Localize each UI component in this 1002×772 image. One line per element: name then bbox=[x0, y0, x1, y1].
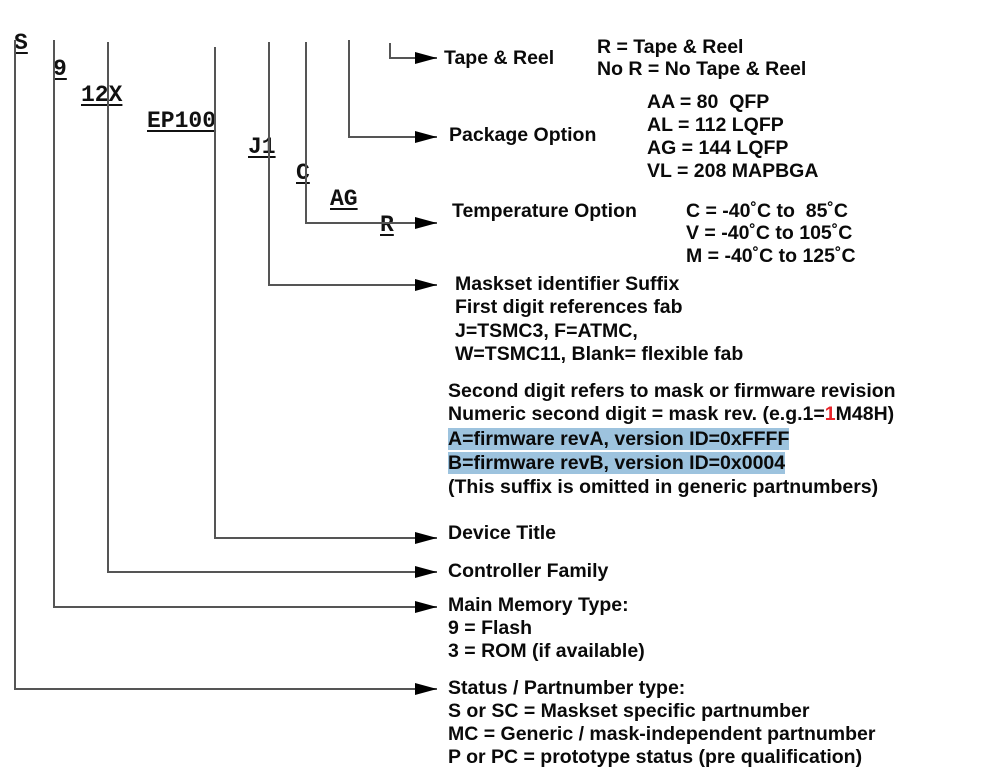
controller-family-label: Controller Family bbox=[448, 560, 609, 582]
maskset-second-digit-title: Second digit refers to mask or firmware … bbox=[448, 380, 896, 402]
package-option: AG = 144 LQFP bbox=[647, 137, 789, 159]
memory-type-label: Main Memory Type: bbox=[448, 594, 629, 616]
device-title-label: Device Title bbox=[448, 522, 557, 544]
connector-package bbox=[348, 40, 437, 143]
tape-reel-label: Tape & Reel bbox=[444, 47, 555, 69]
maskset-line: J=TSMC3, F=ATMC, bbox=[455, 320, 638, 342]
package-option: VL = 208 MAPBGA bbox=[647, 160, 819, 182]
numeric-line-suffix: M48H) bbox=[835, 403, 895, 425]
maskset-note: (This suffix is omitted in generic partn… bbox=[448, 476, 879, 498]
temperature-option: C = -40˚C to 85˚C bbox=[686, 200, 848, 222]
memory-type-option: 9 = Flash bbox=[448, 617, 532, 639]
numeric-line-highlight: 1 bbox=[824, 403, 836, 425]
pn-segment-tape-reel: R bbox=[380, 212, 394, 238]
maskset-numeric-line: Numeric second digit = mask rev. (e.g.1=… bbox=[448, 403, 894, 425]
temperature-label: Temperature Option bbox=[452, 200, 637, 222]
numeric-line-prefix: Numeric second digit = mask rev. (e.g.1= bbox=[448, 403, 825, 425]
connector-controller-family bbox=[107, 42, 437, 578]
package-option: AL = 112 LQFP bbox=[647, 114, 784, 136]
temperature-option: M = -40˚C to 125˚C bbox=[686, 245, 856, 267]
firmware-line-highlighted: A=firmware revA, version ID=0xFFFF bbox=[448, 428, 790, 450]
maskset-label: Maskset identifier Suffix bbox=[455, 273, 680, 295]
maskset-line: First digit references fab bbox=[455, 296, 683, 318]
pn-segment-device: EP100 bbox=[147, 108, 217, 134]
tape-reel-option: No R = No Tape & Reel bbox=[597, 58, 807, 80]
pn-segment-memory: 9 bbox=[53, 56, 67, 82]
firmware-line-highlighted: B=firmware revB, version ID=0x0004 bbox=[448, 452, 786, 474]
tape-reel-option: R = Tape & Reel bbox=[597, 36, 744, 58]
connector-device-title bbox=[214, 47, 437, 544]
status-label: Status / Partnumber type: bbox=[448, 677, 686, 699]
connector-maskset bbox=[268, 42, 437, 291]
temperature-option: V = -40˚C to 105˚C bbox=[686, 222, 853, 244]
memory-type-option: 3 = ROM (if available) bbox=[448, 640, 645, 662]
connector-memory-type bbox=[53, 40, 437, 613]
connector-tape-reel bbox=[389, 43, 437, 64]
pn-segment-maskset: J1 bbox=[248, 134, 276, 160]
status-option: MC = Generic / mask-independent partnumb… bbox=[448, 723, 876, 745]
connector-status bbox=[14, 40, 437, 695]
pn-segment-family: 12X bbox=[81, 82, 123, 108]
connector-temperature bbox=[305, 42, 437, 229]
maskset-line: W=TSMC11, Blank= flexible fab bbox=[455, 343, 744, 365]
pn-segment-status: S bbox=[14, 30, 28, 56]
package-label: Package Option bbox=[449, 124, 597, 146]
status-option: P or PC = prototype status (pre qualific… bbox=[448, 746, 863, 768]
pn-segment-package: AG bbox=[330, 186, 358, 212]
status-option: S or SC = Maskset specific partnumber bbox=[448, 700, 810, 722]
package-option: AA = 80 QFP bbox=[647, 91, 770, 113]
